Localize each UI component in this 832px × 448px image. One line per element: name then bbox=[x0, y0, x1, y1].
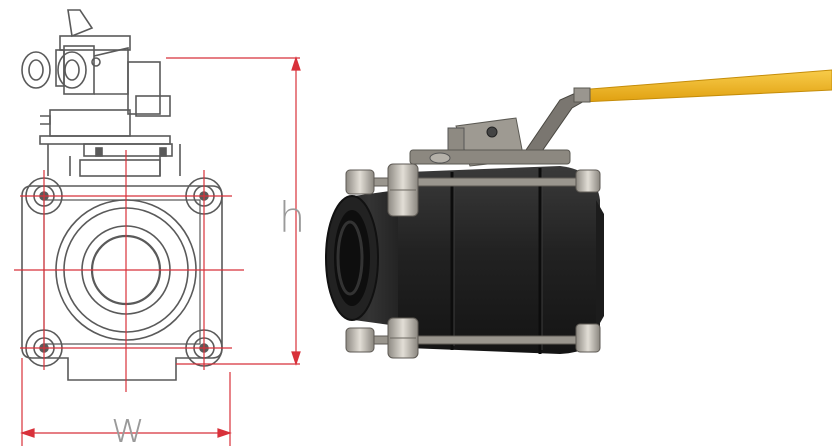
end-cap-left bbox=[325, 188, 412, 328]
stem-hardware bbox=[409, 117, 571, 167]
height-label: h bbox=[279, 193, 306, 242]
valve-illustration bbox=[325, 69, 832, 359]
valve-body bbox=[398, 166, 600, 354]
valve-bolts bbox=[345, 163, 601, 359]
stem-assembly bbox=[39, 9, 181, 177]
technical-drawing bbox=[21, 9, 223, 381]
width-label: w bbox=[111, 403, 145, 448]
dimension-lines bbox=[14, 56, 301, 446]
end-cap-right bbox=[596, 200, 604, 330]
body-outline bbox=[21, 185, 223, 381]
stem-lugs bbox=[21, 51, 101, 89]
handle-lever bbox=[525, 69, 832, 155]
